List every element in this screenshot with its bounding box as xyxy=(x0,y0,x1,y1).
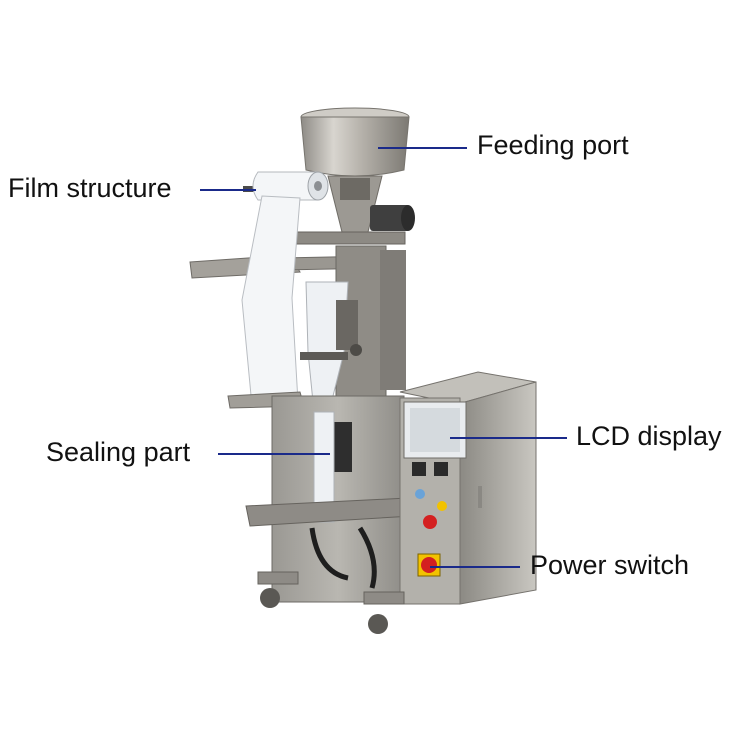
lcd-display-label: LCD display xyxy=(576,421,722,451)
feeding-port-label: Feeding port xyxy=(477,130,629,160)
main-cabinet xyxy=(245,395,413,603)
power-switch-label: Power switch xyxy=(530,550,690,580)
film-roll xyxy=(243,171,329,201)
sealing-part-label: Sealing part xyxy=(46,437,191,467)
film-structure-label: Film structure xyxy=(8,173,172,203)
leader-lines xyxy=(200,147,567,568)
feeding-hopper xyxy=(300,107,410,233)
forming-tube xyxy=(300,245,406,413)
control-box xyxy=(399,371,537,605)
film-sheet xyxy=(241,195,301,407)
caster-wheels xyxy=(257,571,405,634)
motor xyxy=(370,205,415,231)
